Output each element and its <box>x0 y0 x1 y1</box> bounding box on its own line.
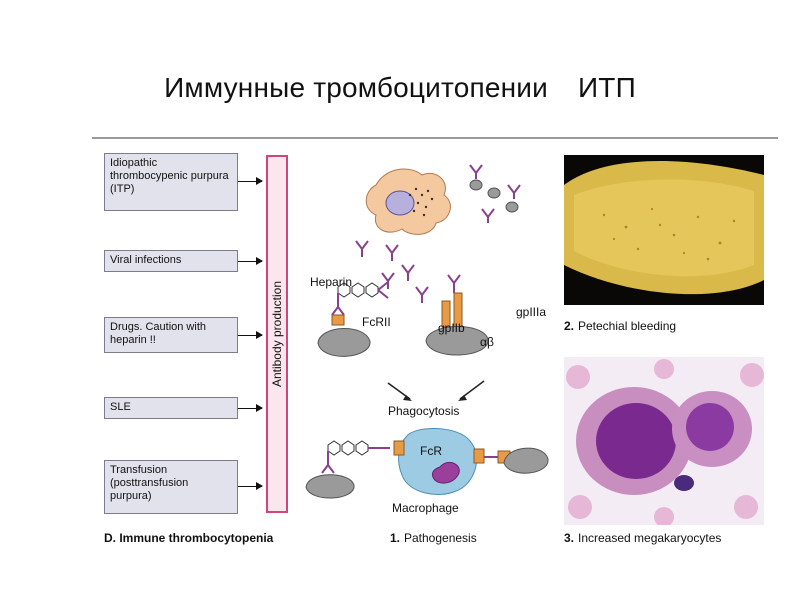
title-abbreviation: ИТП <box>577 72 636 103</box>
gpiiia-label: gpIIIa <box>516 305 547 319</box>
macrophage-icon <box>398 427 478 495</box>
cause-box-sle: SLE <box>104 397 238 419</box>
caption-petechial-bleeding: Petechial bleeding <box>578 319 677 333</box>
title-main: Иммунные тромбоцитопении <box>164 72 548 103</box>
slide-title: Иммунные тромбоцитопении ИТП <box>0 72 800 104</box>
arrow-drugs <box>238 331 263 339</box>
macrophage-label: Macrophage <box>392 501 459 515</box>
heparin-complex-icon <box>337 282 379 298</box>
heparin-label: Heparin <box>310 275 353 289</box>
caption-megakaryocytes: Increased megakaryocytes <box>578 531 722 545</box>
arrow-viral <box>238 257 263 265</box>
cause-box-transfusion: Transfusion (posttransfusion purpura) <box>104 460 238 514</box>
phagocytosis-label: Phagocytosis <box>388 404 460 418</box>
small-platelet-icons <box>469 179 519 213</box>
pathogenesis-illustration <box>305 164 549 499</box>
arrow-itp <box>238 177 263 185</box>
petechial-bleeding-photo <box>564 155 764 305</box>
macrophage-nucleus-icon <box>431 462 460 484</box>
immune-thrombocytopenia-figure: Idiopathic thrombocypenic purpura (ITP) … <box>92 137 778 559</box>
antibody-production-label: Antibody production <box>270 280 284 388</box>
cause-box-itp: Idiopathic thrombocypenic purpura (ITP) <box>104 153 238 211</box>
cause-box-viral: Viral infections <box>104 250 238 272</box>
antibody-production-bar: Antibody production <box>266 155 288 513</box>
gpiib-label: gpIIb <box>438 321 465 335</box>
b-cell-granules-icon <box>408 187 434 217</box>
caption-pathogenesis-number: 1. <box>390 531 401 545</box>
alpha-beta-label: αβ <box>480 335 494 349</box>
b-cell-nucleus-icon <box>385 190 415 216</box>
antibody-icons <box>355 164 521 303</box>
arrow-transfusion <box>238 482 263 490</box>
cause-box-drugs: Drugs. Caution with heparin !! <box>104 317 238 353</box>
platelet-icon-left <box>317 328 371 357</box>
platelet-icon-right <box>425 326 489 356</box>
megakaryocytes-photo <box>564 357 764 525</box>
arrow-sle <box>238 404 263 412</box>
caption-panel-d: D. Immune thrombocytopenia <box>104 531 274 545</box>
fcrii-label: FcRII <box>362 315 391 329</box>
fcr-label: FcR <box>420 444 442 458</box>
caption-petechial-number: 2. <box>564 319 575 333</box>
caption-pathogenesis: Pathogenesis <box>404 531 477 545</box>
caption-megakaryocytes-number: 3. <box>564 531 575 545</box>
